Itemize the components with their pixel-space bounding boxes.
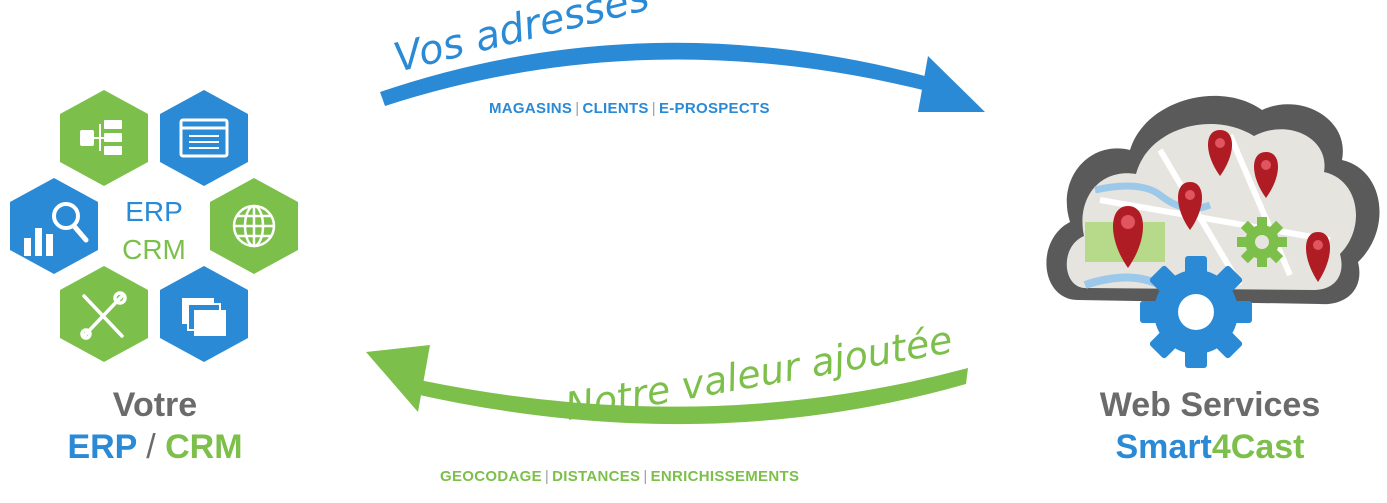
right-caption-line1: Web Services bbox=[1099, 386, 1321, 424]
map-roads bbox=[1099, 133, 1331, 287]
separator: | bbox=[651, 100, 656, 117]
bottom-arrow bbox=[366, 345, 968, 425]
org-chart-icon bbox=[80, 120, 122, 155]
map-pin bbox=[1306, 232, 1330, 282]
top-arrow bbox=[380, 42, 985, 112]
window-list-icon bbox=[179, 118, 229, 158]
bottom-item-distances: DISTANCES bbox=[552, 468, 641, 485]
top-item-e-prospects: E-PROSPECTS bbox=[658, 100, 770, 117]
bottom-item-geocodage: GEOCODAGE bbox=[440, 468, 542, 485]
separator: | bbox=[544, 468, 550, 485]
left-caption-line2: ERP / CRM bbox=[40, 426, 270, 468]
bottom-item-enrichissements: ENRICHISSEMENTS bbox=[650, 468, 800, 485]
top-item-magasins: MAGASINS bbox=[489, 100, 573, 117]
erp-crm-hex-cluster: ERP CRM bbox=[10, 90, 298, 362]
map-pin bbox=[1254, 152, 1278, 198]
caption-4cast: 4Cast bbox=[1211, 428, 1305, 466]
tools-icon bbox=[80, 291, 127, 340]
small-gear-icon bbox=[1237, 217, 1287, 267]
analytics-search-icon bbox=[24, 202, 89, 256]
hex-center-erp: ERP bbox=[125, 196, 183, 227]
bottom-arrow-items: GEOCODAGE|DISTANCES|ENRICHISSEMENTS bbox=[440, 468, 799, 485]
top-arrow-items: MAGASINS|CLIENTS|E-PROSPECTS bbox=[489, 100, 770, 117]
separator: | bbox=[575, 100, 580, 117]
map-pin bbox=[1113, 206, 1143, 268]
windows-stack-icon bbox=[182, 298, 226, 336]
globe-icon bbox=[232, 204, 276, 248]
map-pin bbox=[1208, 130, 1232, 176]
caption-erp: ERP bbox=[67, 428, 137, 466]
hex-blue-top bbox=[160, 90, 248, 186]
caption-slash: / bbox=[146, 428, 156, 466]
hex-blue-mid bbox=[10, 178, 98, 274]
right-caption-line2: Smart4Cast bbox=[1070, 426, 1350, 468]
hex-center-crm: CRM bbox=[122, 234, 186, 265]
caption-crm: CRM bbox=[165, 428, 243, 466]
left-caption: Votre ERP / CRM bbox=[40, 384, 270, 468]
separator: | bbox=[643, 468, 648, 485]
map-pin bbox=[1178, 182, 1202, 230]
left-caption-line1: Votre bbox=[112, 386, 198, 424]
big-gear-icon bbox=[1140, 256, 1252, 368]
caption-smart: Smart bbox=[1115, 428, 1212, 466]
right-caption: Web Services Smart4Cast bbox=[1070, 384, 1350, 468]
cloud-map-illustration bbox=[1046, 95, 1380, 368]
top-item-clients: CLIENTS bbox=[582, 100, 649, 117]
